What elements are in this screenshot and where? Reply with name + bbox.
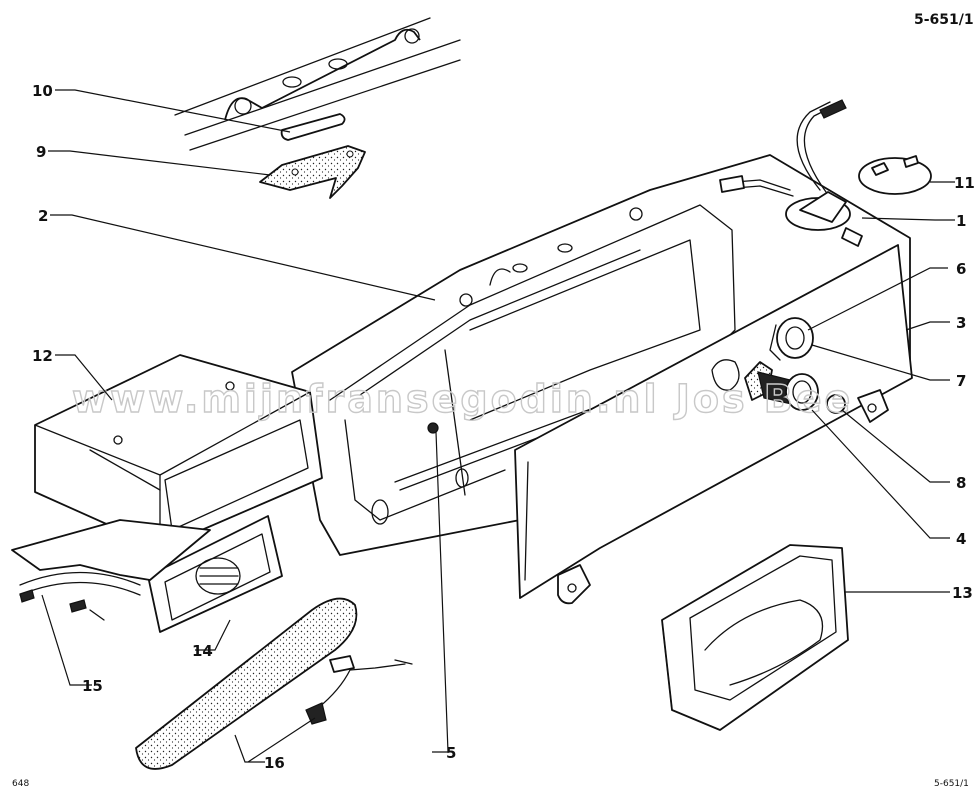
leader-15 [41, 594, 92, 686]
callout-14: 14 [192, 642, 213, 660]
callout-6: 6 [956, 260, 966, 278]
callout-11: 11 [954, 174, 975, 192]
leader-9 [48, 150, 271, 176]
callout-3: 3 [956, 314, 966, 332]
leader-3 [905, 321, 950, 331]
callout-2: 2 [38, 207, 48, 225]
leader-5 [432, 431, 449, 753]
callout-7: 7 [956, 372, 966, 390]
sheet-ref-bottom: 5-651/1 [934, 779, 969, 789]
leader-4 [811, 409, 950, 539]
leader-lines [41, 89, 955, 763]
sheet-ref-top: 5-651/1 [914, 12, 974, 28]
callout-9: 9 [36, 143, 46, 161]
leader-10 [55, 89, 291, 133]
leader-16 [234, 717, 316, 763]
leader-2 [50, 214, 436, 301]
part-12-glove-box [34, 354, 323, 549]
callout-4: 4 [956, 530, 966, 548]
callout-1: 1 [956, 212, 966, 230]
leader-6 [807, 267, 948, 331]
watermark: www.mijnfransegodin.nl Jos Bee [72, 377, 853, 421]
leader-1 [861, 217, 955, 221]
part-13-lid [661, 544, 849, 731]
part-1-lighter-socket [719, 99, 863, 247]
leader-14 [195, 619, 231, 651]
leader-12 [55, 354, 113, 401]
part-11-cover-cap [858, 155, 932, 195]
callout-8: 8 [956, 474, 966, 492]
callout-labels: 10 9 2 11 1 6 3 7 8 4 12 13 14 15 16 5 [32, 82, 975, 772]
callout-12: 12 [32, 347, 53, 365]
page-number: 648 [12, 779, 29, 789]
part-10-top-rail [174, 17, 461, 151]
callout-13: 13 [952, 584, 973, 602]
part-16-knee-pad [135, 597, 413, 770]
leader-8 [841, 409, 950, 483]
part-6-clip-ring [769, 317, 814, 361]
callout-15: 15 [82, 677, 103, 695]
part-15-lower-trim [11, 519, 211, 621]
part-4-switch-knob [744, 361, 846, 414]
callout-10: 10 [32, 82, 53, 100]
leader-7 [811, 344, 950, 381]
part-14-air-vent [147, 515, 283, 633]
callout-5: 5 [446, 744, 456, 762]
callout-16: 16 [264, 754, 285, 772]
part-9-foam-pad [259, 145, 366, 199]
